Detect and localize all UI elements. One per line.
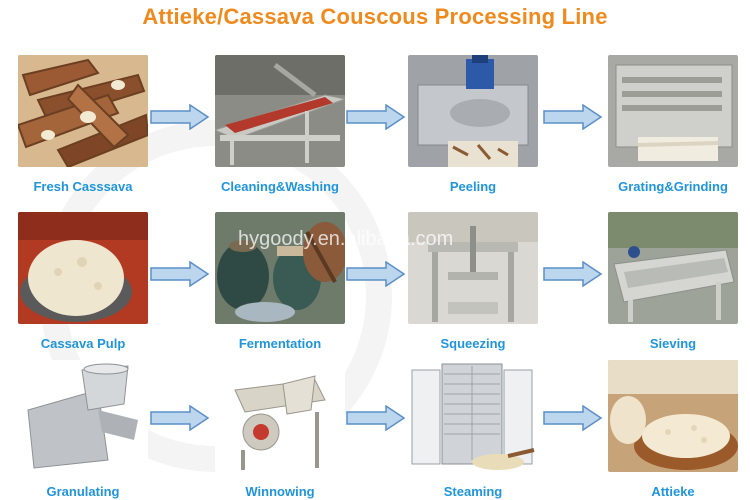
fermentation-pots-photo xyxy=(215,212,345,324)
step-label: Attieke xyxy=(651,484,695,499)
step-label: Fermentation xyxy=(238,336,322,351)
grating-machine-photo xyxy=(608,55,738,167)
step-label: Cassava Pulp xyxy=(40,336,126,351)
arrow-right-icon xyxy=(543,261,603,287)
step-label: Sieving xyxy=(649,336,697,351)
arrow-right-icon xyxy=(346,261,406,287)
arrow-right-icon xyxy=(346,104,406,130)
fresh-cassava-photo xyxy=(18,55,148,167)
washing-machine-photo xyxy=(215,55,345,167)
arrow-right-icon xyxy=(543,104,603,130)
arrow-right-icon xyxy=(346,405,406,431)
cassava-pulp-photo xyxy=(18,212,148,324)
arrow-right-icon xyxy=(150,261,210,287)
arrow-right-icon xyxy=(543,405,603,431)
step-label: Fresh Casssava xyxy=(33,179,133,194)
sieving-machine-photo xyxy=(608,212,738,324)
page-title: Attieke/Cassava Couscous Processing Line xyxy=(142,4,608,29)
granulating-machine-photo xyxy=(18,360,148,472)
step-label: Steaming xyxy=(443,484,503,499)
squeezing-press-photo xyxy=(408,212,538,324)
step-label: Cleaning&Washing xyxy=(221,179,339,194)
attieke-dish-photo xyxy=(608,360,738,472)
step-label: Grating&Grinding xyxy=(618,179,728,194)
winnowing-machine-photo xyxy=(215,360,345,472)
step-label: Squeezing xyxy=(440,336,506,351)
step-label: Granulating xyxy=(46,484,120,499)
peeling-machine-photo xyxy=(408,55,538,167)
step-label: Peeling xyxy=(449,179,497,194)
arrow-right-icon xyxy=(150,104,210,130)
arrow-right-icon xyxy=(150,405,210,431)
step-label: Winnowing xyxy=(245,484,315,499)
steaming-cabinet-photo xyxy=(408,360,538,472)
